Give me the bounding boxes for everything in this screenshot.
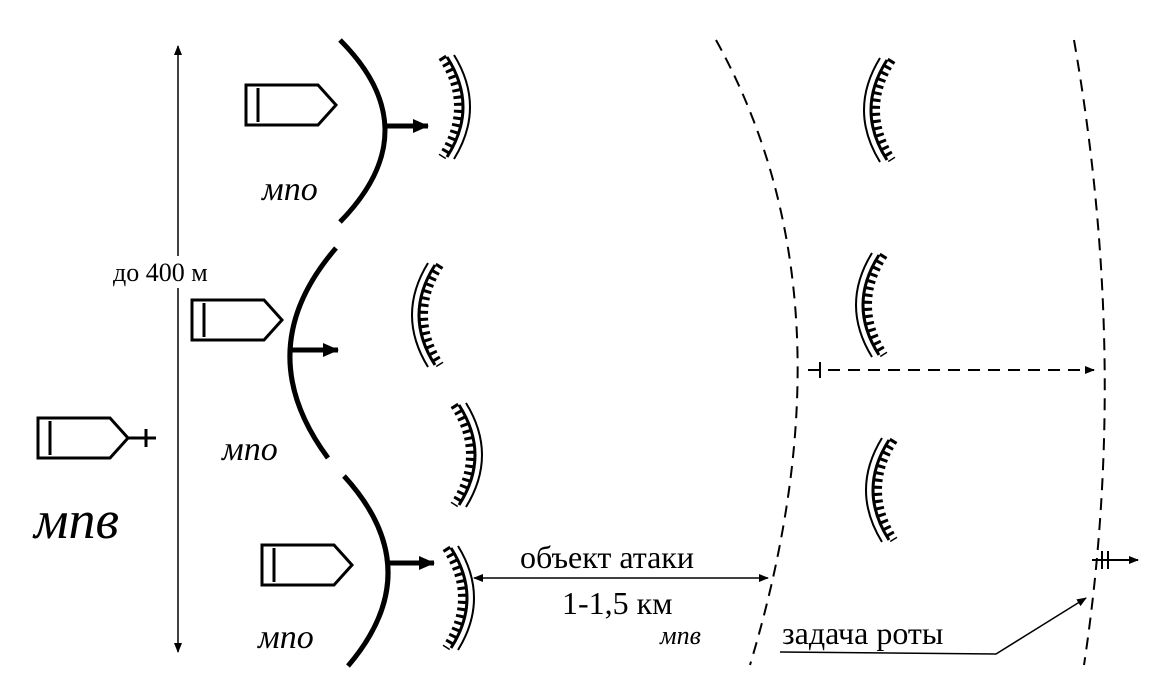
enemy-trench-4: [446, 546, 474, 650]
attack-range-label: 1-1,5 км: [562, 585, 672, 621]
platoon-front-top: [338, 38, 388, 224]
company-task-boundary: [1073, 39, 1106, 666]
platoon-front-bottom: [342, 474, 391, 668]
enemy-trench-5: [864, 58, 892, 162]
enemy-trench-3: [454, 403, 482, 507]
platoon-label-middle: мпо: [221, 431, 278, 468]
platoon-label-top: мпо: [261, 171, 318, 208]
company-label-small: мпв: [659, 621, 701, 650]
company-task-pointer: [779, 597, 1087, 655]
enemy-trench-1: [442, 55, 470, 159]
distance-label: до 400 м: [113, 258, 208, 287]
platoon-vehicle-top: [244, 83, 338, 127]
enemy-trench-7: [866, 438, 894, 542]
platoon-front-middle: [287, 246, 338, 460]
company-task-label: задача роты: [782, 615, 943, 651]
platoon-label-bottom: мпо: [257, 619, 314, 656]
enemy-trench-2: [412, 263, 440, 367]
platoon-vehicle-middle: [190, 298, 284, 342]
attack-object-label: объект атаки: [520, 539, 694, 575]
company-vehicle: [36, 416, 156, 460]
company-label: мпв: [32, 490, 119, 550]
platoon-vehicle-bottom: [260, 543, 354, 587]
enemy-trench-6: [856, 253, 884, 357]
attack-object-boundary: [715, 39, 799, 666]
